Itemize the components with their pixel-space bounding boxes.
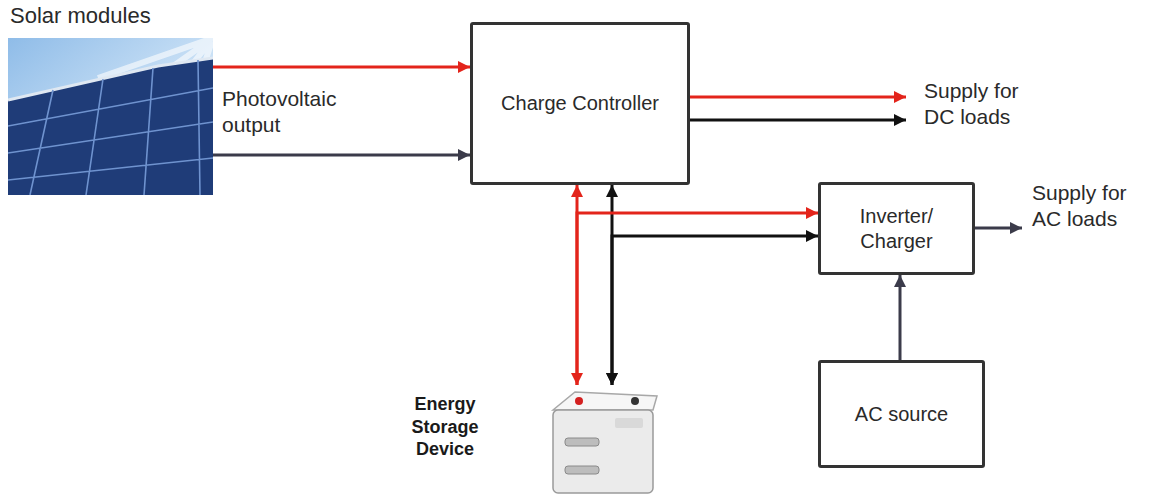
- box-text: Charge Controller: [501, 91, 659, 116]
- panel-grid: [8, 60, 213, 195]
- process-box: Inverter/ Charger: [818, 182, 975, 275]
- node-label: Supply for AC loads: [1032, 180, 1150, 233]
- connector-arrow: [213, 66, 470, 69]
- handle: [565, 438, 599, 446]
- process-box: Charge Controller: [470, 22, 690, 185]
- load-label: Supply for DC loads: [906, 78, 1044, 131]
- terminal: [575, 397, 583, 405]
- connector-arrow: [612, 236, 818, 385]
- connector-arrow: [577, 213, 818, 385]
- process-box: AC source: [818, 360, 985, 468]
- sky: [8, 38, 213, 195]
- terminal: [631, 397, 639, 405]
- storage-node: Energy Storage Device: [385, 385, 662, 495]
- node-label: Supply for DC loads: [924, 78, 1044, 131]
- node-label: Energy Storage Device: [385, 393, 505, 461]
- connector-arrow: [975, 227, 1022, 230]
- battery-top: [553, 392, 657, 410]
- flow-label: Photovoltaic output: [222, 86, 357, 139]
- battery-body: [553, 410, 653, 493]
- connector-arrow: [899, 275, 902, 360]
- box-text: AC source: [855, 402, 948, 427]
- solar-panel-picture: [8, 38, 213, 195]
- connector-arrow: [213, 154, 470, 157]
- battery-picture: [545, 386, 660, 495]
- connector-arrow: [690, 96, 906, 99]
- box-text: Inverter/ Charger: [842, 204, 952, 254]
- display: [615, 418, 643, 428]
- panel: [8, 58, 213, 195]
- connector-arrow: [690, 119, 906, 122]
- handle: [565, 466, 599, 474]
- solar-module-node: Solar modules: [8, 2, 213, 197]
- load-label: Supply for AC loads: [1022, 180, 1150, 233]
- node-label: Solar modules: [10, 2, 210, 30]
